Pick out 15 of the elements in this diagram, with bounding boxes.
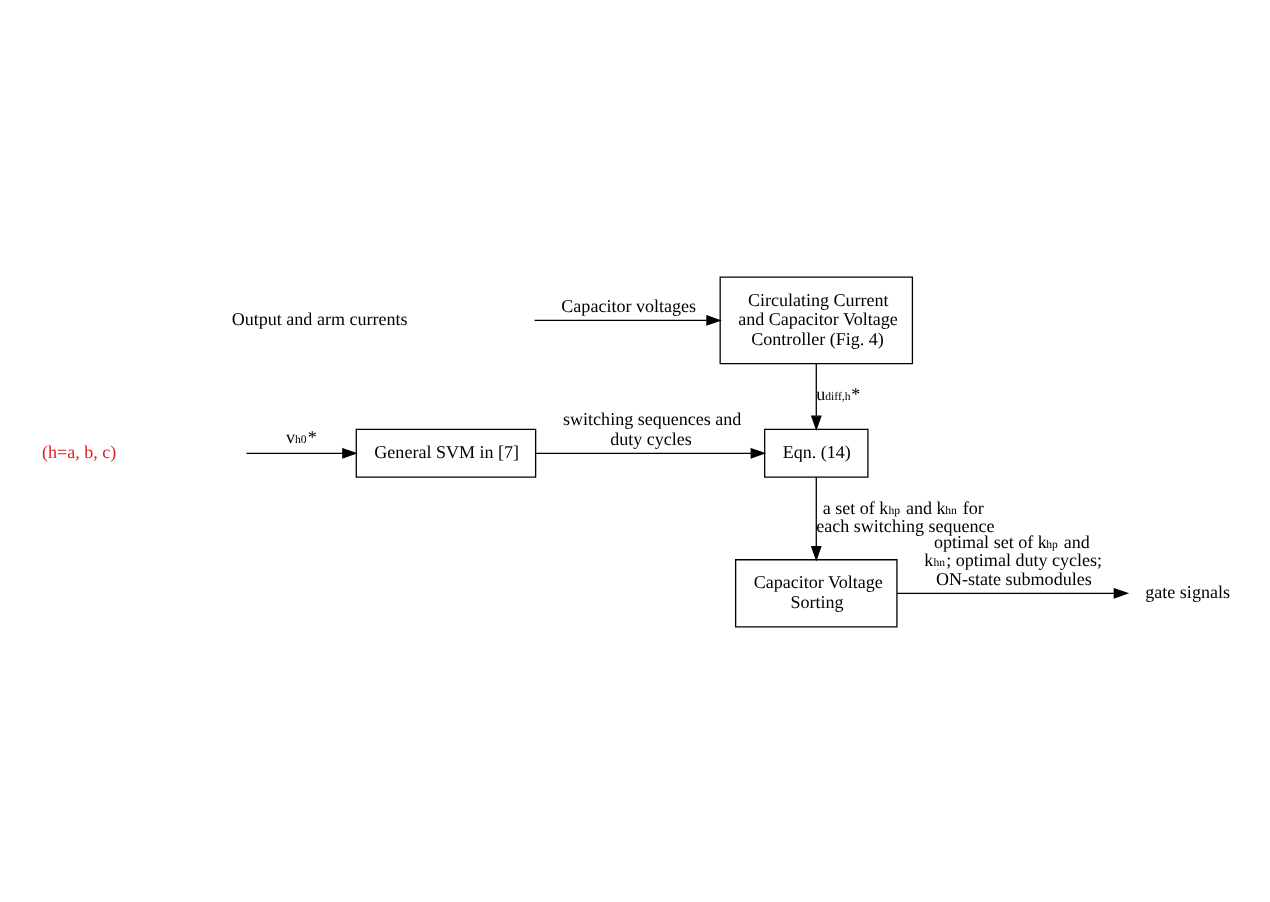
edge-label: Capacitor voltages xyxy=(561,294,697,315)
node-box: Capacitor Voltage Sorting xyxy=(735,558,898,627)
arrow xyxy=(896,586,1130,598)
arrow xyxy=(810,362,822,431)
label: Output and arm currents xyxy=(231,308,408,329)
arrow xyxy=(810,475,822,561)
node-box: Circulating Current and Capacitor Voltage Controller (Fig. 4) xyxy=(719,275,914,364)
node-text: gate signals xyxy=(1145,581,1230,602)
arrow xyxy=(535,446,767,458)
arrow xyxy=(533,313,722,325)
label: (h=a, b, c) xyxy=(42,441,117,462)
arrow xyxy=(245,446,358,458)
node-box: General SVM in [7] xyxy=(355,427,537,477)
edge-label: switching sequences and duty cycles xyxy=(563,408,742,448)
node-box: Eqn. (14) xyxy=(764,427,869,477)
